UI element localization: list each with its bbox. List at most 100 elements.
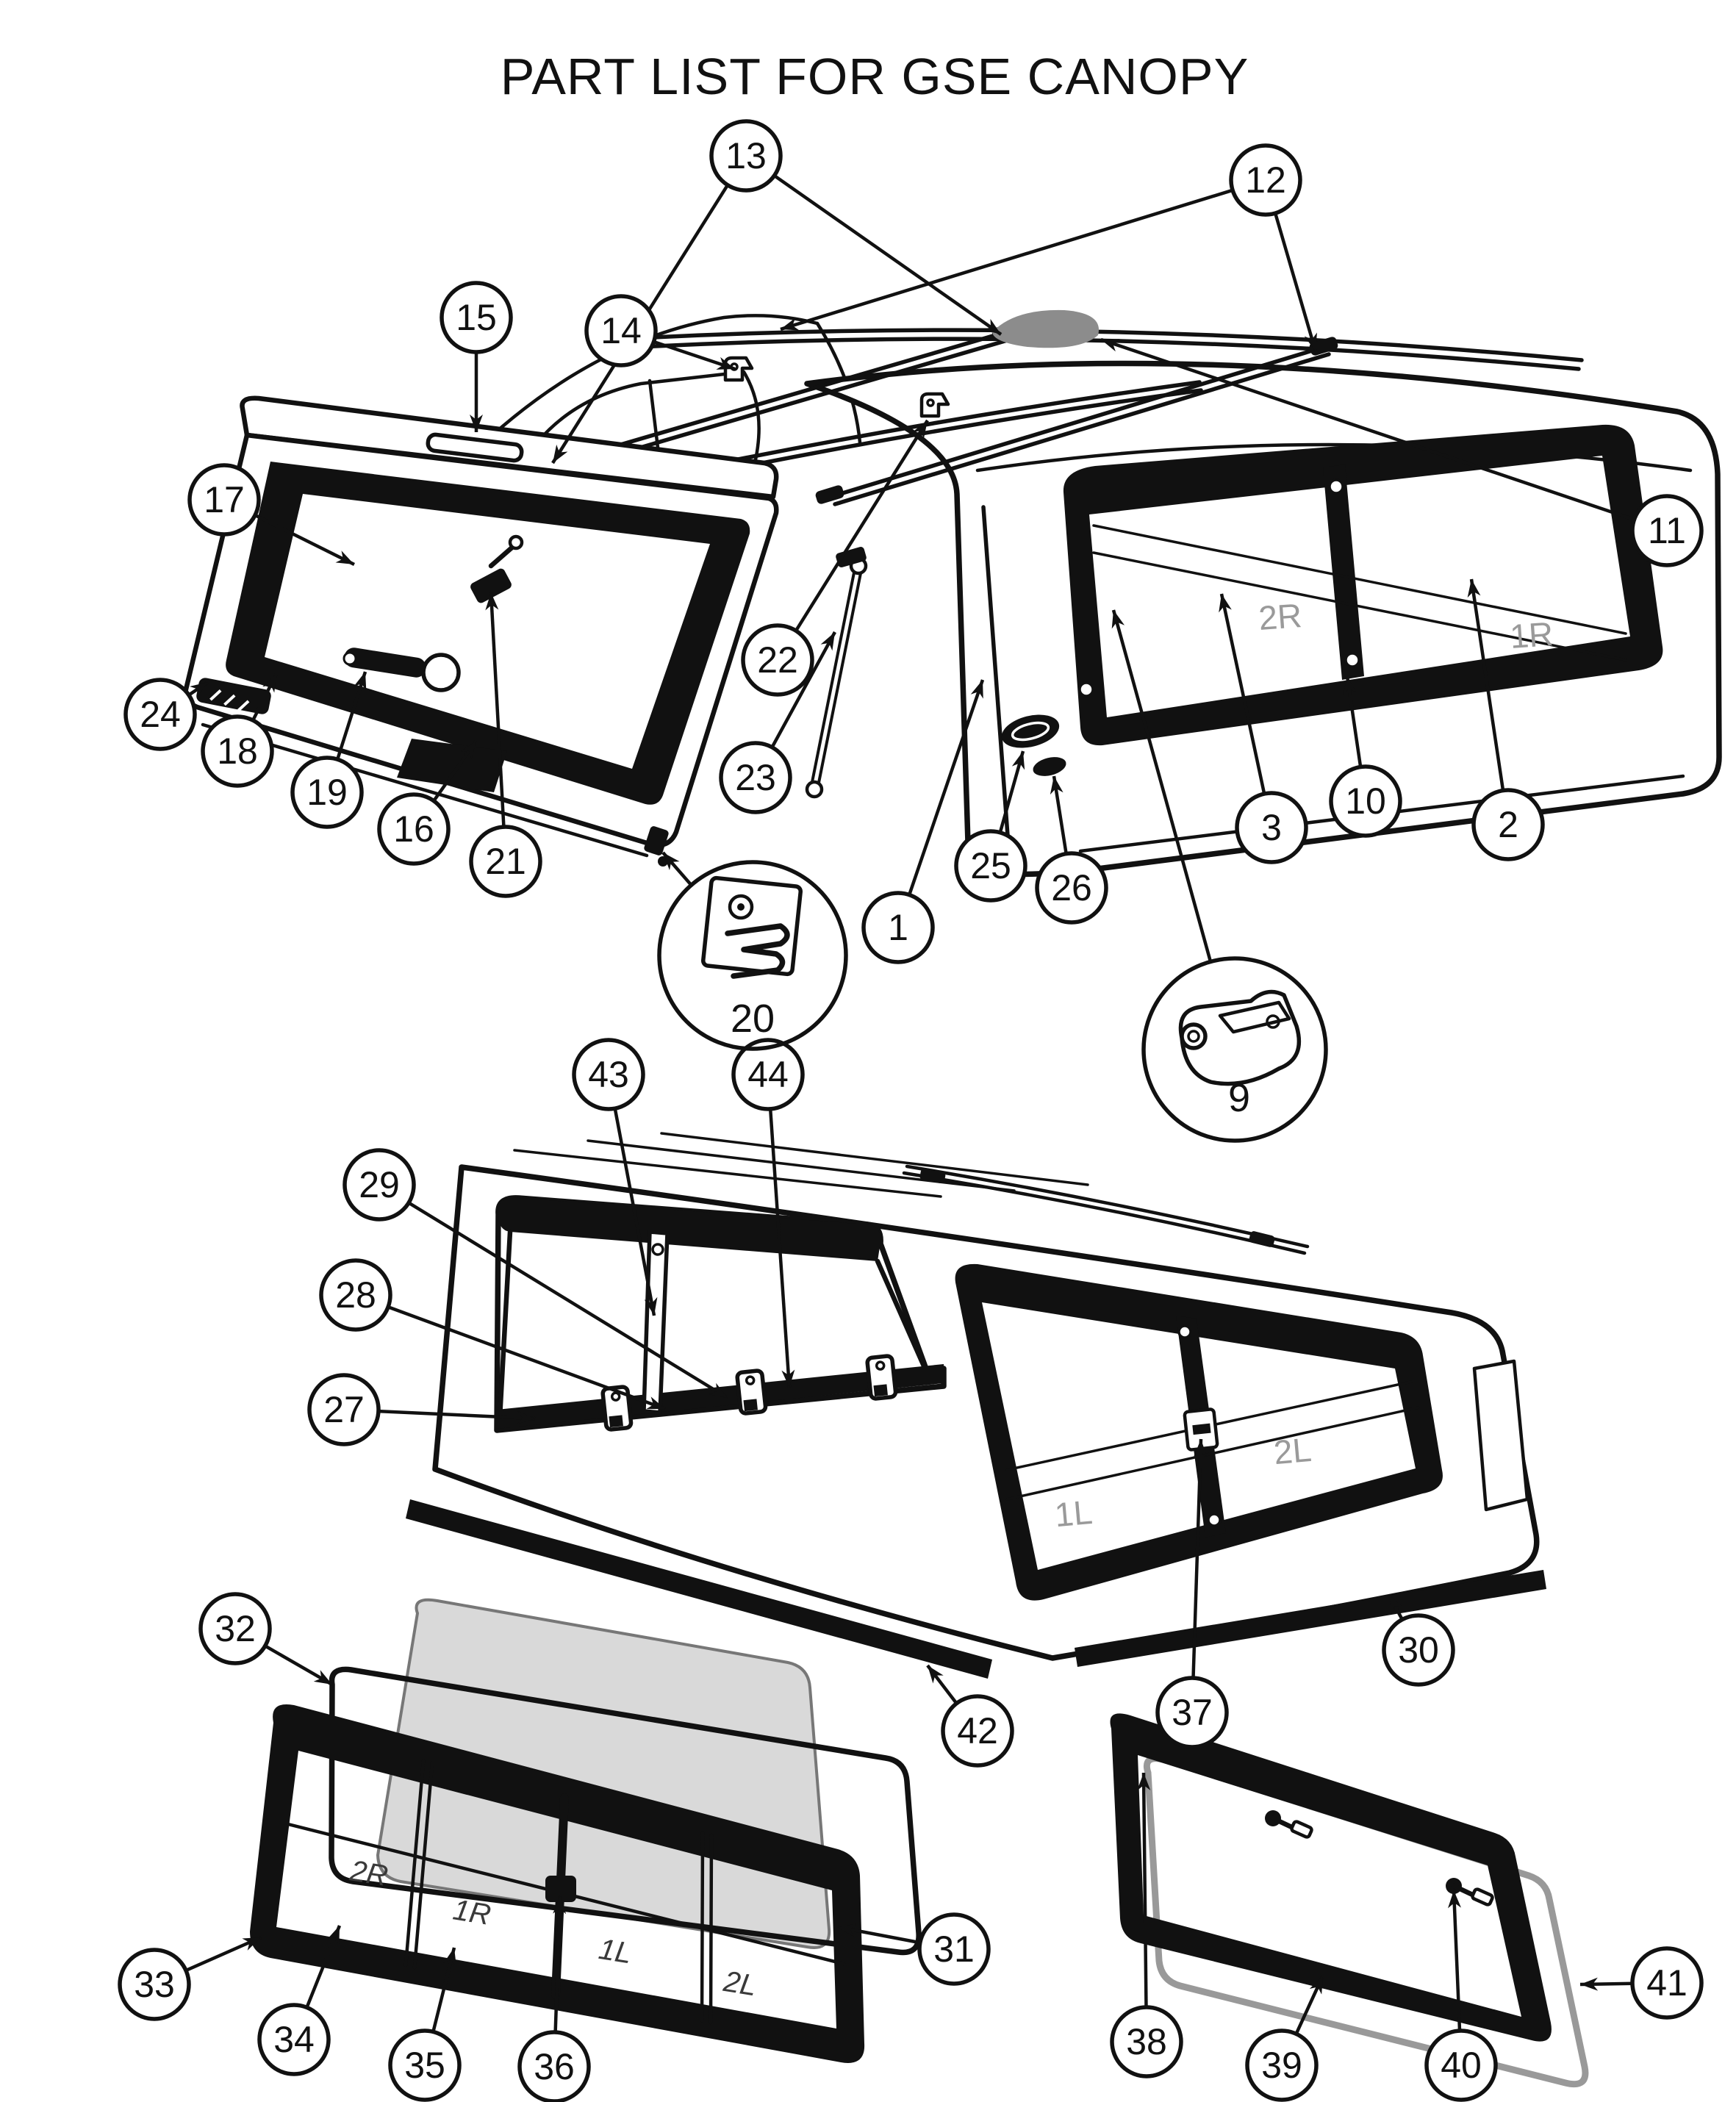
callout-30: 30 — [1382, 1593, 1455, 1687]
diagram-rear-slider-assembly — [250, 1598, 922, 2063]
leader-line — [407, 1201, 729, 1399]
roof-glass-shade — [992, 309, 1100, 348]
callout-number: 32 — [215, 1608, 256, 1649]
leader-line — [553, 1895, 567, 2033]
callout-number: 25 — [970, 845, 1011, 886]
callout-circle — [198, 1592, 272, 1665]
callout-number: 19 — [306, 772, 348, 813]
leader-line — [998, 750, 1025, 833]
callout-circle — [731, 1038, 805, 1111]
callout-number: 11 — [1648, 510, 1686, 551]
leader-line — [768, 1108, 795, 1388]
lock-emblem — [1001, 714, 1066, 776]
frame-dip — [397, 739, 507, 792]
leader-line — [254, 513, 356, 567]
mounting-clip — [735, 1369, 768, 1416]
frame-screw — [1177, 1324, 1192, 1339]
callout-circle — [954, 829, 1027, 903]
detail-bubble-circle — [657, 860, 848, 1051]
callout-circle — [469, 825, 542, 898]
tinted-glass-panel — [376, 1598, 831, 1949]
callout-36: 36 — [517, 1895, 591, 2102]
leader-line — [1388, 1593, 1404, 1621]
callout-circle — [1630, 1946, 1704, 2020]
frame-screw — [651, 1243, 664, 1256]
callout-circle — [307, 1373, 381, 1446]
window-label-2R: 2R — [1258, 596, 1303, 637]
leader-line — [773, 174, 1002, 336]
callout-circle — [1424, 2029, 1498, 2102]
window-divider — [1323, 464, 1364, 680]
side-window-right — [1063, 424, 1663, 746]
callout-35: 35 — [388, 1947, 462, 2102]
leader-line — [926, 1664, 958, 1705]
callout-circle — [709, 119, 783, 193]
callout-number: 41 — [1646, 1962, 1687, 2004]
callout-number: 3 — [1261, 807, 1282, 848]
callout-circle — [584, 294, 658, 367]
side-window-left — [955, 1263, 1443, 1601]
callout-circle — [861, 891, 935, 964]
window-label-1R: 1R — [451, 1893, 492, 1931]
callout-number: 38 — [1126, 2021, 1167, 2062]
detail-bubble-20: 20 — [657, 851, 848, 1051]
callout-circle — [290, 756, 364, 829]
canopy-shell — [804, 360, 1722, 878]
callout-43: 43 — [572, 1038, 658, 1316]
callout-circle — [123, 678, 197, 751]
callout-41: 41 — [1579, 1946, 1704, 2020]
callout-number: 26 — [1051, 867, 1092, 908]
callout-number: 2 — [1498, 804, 1518, 845]
window-label-2L: 2L — [1272, 1430, 1313, 1471]
callout-28: 28 — [319, 1258, 666, 1411]
callout-number: 17 — [204, 479, 245, 520]
leader-line — [1100, 337, 1635, 522]
diagram-canopy-rear-left — [406, 1132, 1546, 1679]
leader-line — [770, 631, 836, 748]
leader-line — [305, 1925, 342, 2009]
mounting-clip — [600, 1385, 634, 1432]
callout-circle — [719, 741, 792, 814]
detail-bubble-circle — [1141, 956, 1328, 1143]
leader-line — [1219, 593, 1266, 794]
callout-circle — [187, 463, 261, 537]
callout-13: 13 — [551, 119, 1002, 464]
callout-26: 26 — [1035, 775, 1108, 925]
callout-circle — [1630, 494, 1704, 567]
callout-circle — [377, 792, 451, 866]
callout-40: 40 — [1424, 1890, 1498, 2102]
rear-opening — [494, 1195, 947, 1433]
callout-37: 37 — [1155, 1438, 1229, 1749]
rail-foot — [919, 1168, 946, 1184]
callout-number: 14 — [600, 310, 642, 351]
window-label-1L: 1L — [1053, 1493, 1094, 1534]
callout-circle — [388, 2029, 462, 2102]
callout-number: 36 — [534, 2046, 575, 2087]
gas-strut — [805, 547, 868, 799]
callout-19: 19 — [290, 671, 367, 829]
callout-number: 12 — [1245, 159, 1286, 201]
callout-18: 18 — [201, 672, 279, 788]
callout-2: 2 — [1467, 578, 1545, 861]
leader-line — [187, 681, 209, 697]
roof-details — [513, 1132, 1310, 1255]
wiper-bracket — [470, 534, 524, 603]
callout-number: 24 — [140, 694, 181, 735]
diagram-canopy-rear-right — [183, 309, 1722, 878]
leader-line — [387, 1305, 666, 1411]
leader-line — [1191, 1438, 1208, 1679]
brand-logo-icon — [196, 678, 271, 714]
callout-circle — [257, 2003, 331, 2076]
callout-number: 23 — [735, 757, 776, 798]
door-glass-frame — [226, 462, 750, 805]
leader-line — [908, 679, 985, 896]
callout-21: 21 — [469, 592, 542, 898]
callout-12: 12 — [780, 143, 1318, 352]
window-label-1R: 1R — [1509, 614, 1554, 656]
callout-number: 15 — [456, 297, 497, 338]
callout-14: 14 — [584, 294, 736, 371]
callout-17: 17 — [187, 463, 356, 567]
callout-11: 11 — [1100, 337, 1704, 567]
leader-line — [1111, 609, 1213, 963]
